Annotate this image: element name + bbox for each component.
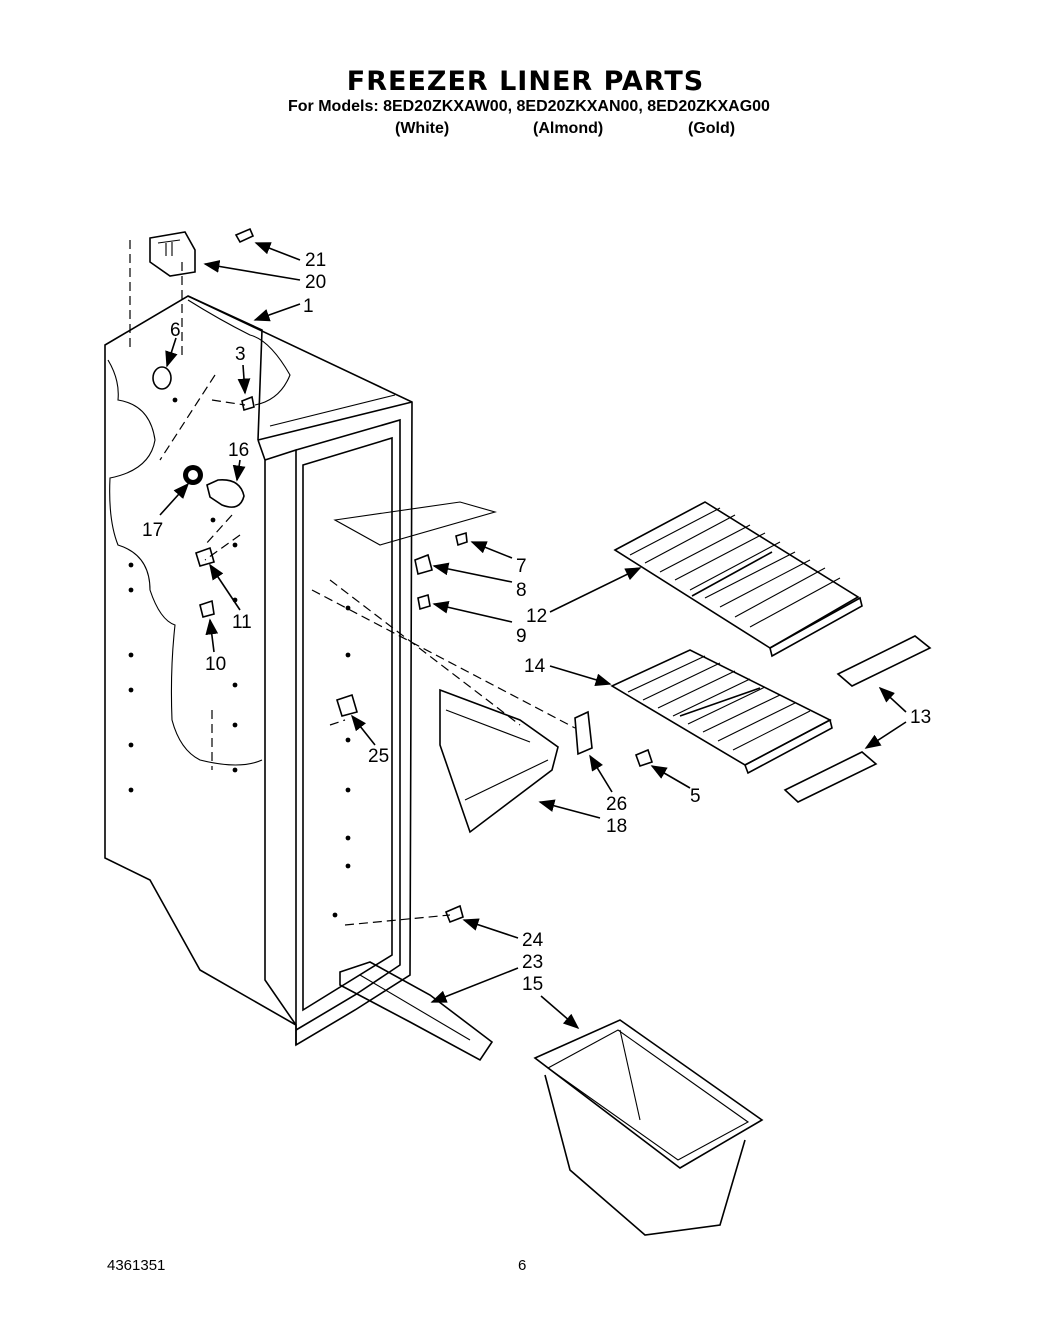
callout-12: 12: [526, 606, 547, 627]
plug-6: [152, 366, 172, 390]
leader-26: [589, 754, 613, 793]
leader-3: [237, 364, 251, 395]
color-gold: (Gold): [688, 120, 736, 137]
callout-10: 10: [205, 654, 226, 675]
leader-13b: [864, 721, 907, 749]
clip-9: [417, 593, 431, 611]
leader-25: [351, 714, 376, 746]
trim-13b: [783, 751, 878, 803]
panel-outline: [333, 501, 497, 546]
shelf-14: [610, 649, 833, 775]
leader-23: [430, 967, 519, 1003]
part-10: [199, 599, 215, 618]
leader-21: [254, 242, 301, 261]
callout-8: 8: [516, 580, 527, 601]
leader-12: [549, 567, 642, 613]
leader-1: [253, 303, 301, 322]
callout-14: 14: [524, 656, 546, 677]
socket-17: [183, 465, 203, 485]
callout-3: 3: [235, 344, 246, 365]
shelf-12: [613, 501, 863, 658]
leader-16: [232, 459, 246, 482]
callout-16: 16: [228, 440, 249, 461]
callout-5: 5: [690, 786, 701, 807]
color-white: (White): [395, 120, 450, 137]
screw-21: [234, 227, 255, 244]
callout-9: 9: [516, 626, 527, 647]
freezer-liner: [104, 295, 413, 1047]
callout-6: 6: [170, 320, 181, 341]
leader-24: [462, 918, 519, 939]
switch-25: [336, 693, 358, 717]
leader-15: [540, 995, 580, 1030]
trim-13a: [836, 635, 932, 687]
bin-15: [533, 1019, 764, 1236]
screw-5: [634, 748, 654, 768]
leader-17: [159, 482, 190, 516]
clip-8: [414, 553, 433, 576]
callout-13: 13: [910, 707, 931, 728]
leader-13a: [878, 686, 907, 713]
document-number: 4361351: [107, 1257, 166, 1274]
clip-7: [455, 531, 468, 547]
callout-15: 15: [522, 974, 543, 995]
screw-24: [444, 904, 464, 924]
leader-5: [650, 765, 691, 789]
callout-24: 24: [522, 930, 544, 951]
models-line: For Models: 8ED20ZKXAW00, 8ED20ZKXAN00, …: [288, 98, 770, 115]
leader-18: [538, 799, 601, 819]
callout-17: 17: [142, 520, 163, 541]
bracket-23: [339, 961, 494, 1062]
callout-20: 20: [305, 272, 326, 293]
leader-14: [549, 665, 612, 686]
callout-18: 18: [606, 816, 627, 837]
callout-1: 1: [303, 296, 314, 317]
callout-23: 23: [522, 952, 543, 973]
bracket-26: [574, 710, 593, 756]
leader-11: [209, 563, 241, 611]
callout-11: 11: [232, 612, 252, 633]
color-almond: (Almond): [533, 120, 604, 137]
page-title: FREEZER LINER PARTS: [346, 66, 705, 97]
callout-26: 26: [606, 794, 627, 815]
callout-21: 21: [305, 250, 326, 271]
callout-25: 25: [368, 746, 389, 767]
leader-20: [203, 260, 301, 281]
screw-3: [241, 395, 255, 412]
page-number: 6: [518, 1257, 527, 1274]
leader-6: [165, 337, 178, 368]
leader-9: [432, 601, 513, 623]
leader-10: [205, 618, 219, 653]
bulb-16: [206, 479, 245, 508]
leader-7: [470, 541, 513, 559]
part-11: [195, 546, 215, 567]
light-bracket-20: [149, 231, 196, 277]
cover-18: [439, 688, 559, 834]
callout-7: 7: [516, 556, 527, 577]
leader-8: [432, 562, 513, 583]
